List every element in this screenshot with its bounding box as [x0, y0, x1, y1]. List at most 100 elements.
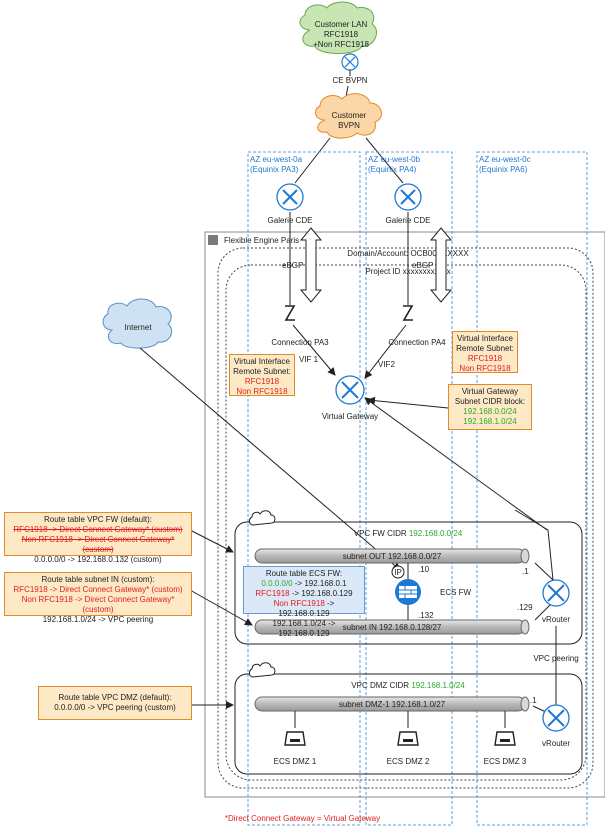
- az-a-site: (Equinix PA3): [250, 165, 299, 174]
- vgw-cidr1: 192.168.0.0/24: [463, 407, 517, 416]
- vgw-cidr2: 192.168.1.0/24: [463, 417, 517, 426]
- rt-subnet-in-row1: RFC1918 -> Direct Connect Gateway* (cust…: [13, 585, 183, 594]
- vpc-peering-label: VPC peering: [533, 654, 578, 663]
- subnet-dmz-label: subnet DMZ-1 192.168.1.0/27: [339, 700, 446, 709]
- rt-vpc-fw-box: Route table VPC FW (default): RFC1918 ->…: [4, 512, 192, 564]
- ip-dot132: .132: [418, 611, 434, 620]
- vpc-dmz-box: [234, 673, 583, 775]
- galerie-cde-router-icon-b: [394, 183, 422, 211]
- ecs-fw-icon: [395, 579, 421, 605]
- virtual-interface-left-box: Virtual Interface Remote Subnet: RFC1918…: [229, 354, 295, 396]
- connection-pa4-icon: [402, 305, 414, 321]
- ce-bvpn-label: CE BVPN: [332, 76, 367, 85]
- subnet-in-label: subnet IN 192.168.0.128/27: [343, 623, 442, 632]
- vgw-line1: Virtual Gateway: [461, 387, 519, 396]
- ce-bvpn-router-icon: [341, 53, 359, 71]
- rt-vpc-dmz-box: Route table VPC DMZ (default): 0.0.0.0/0…: [38, 686, 192, 720]
- vi-right-line1: Virtual Interface: [457, 334, 513, 343]
- az-b-site: (Equinix PA4): [368, 165, 417, 174]
- rt-ecs-fw-box: Route table ECS FW: 0.0.0.0/0 -> 192.168…: [243, 566, 365, 638]
- domain-account-box: [217, 247, 594, 789]
- ecs-dmz-2-icon: [397, 731, 419, 746]
- vrouter-dmz-icon: [542, 704, 570, 732]
- rt-subnet-in-row3: 192.168.1.0/24 -> VPC peering: [42, 615, 154, 624]
- flexible-engine-icon: [208, 235, 218, 245]
- rt-vpc-fw-row1: RFC1918 -> Direct Connect Gateway* (cust…: [13, 525, 183, 534]
- vpc-fw-label: VPC FW CIDR 192.168.0.0/24: [354, 529, 463, 538]
- vi-left-rfc: RFC1918: [244, 377, 280, 386]
- vpc-dmz-label: VPC DMZ CIDR 192.168.1.0/24: [351, 681, 465, 690]
- galerie-cde-router-icon-a: [276, 183, 304, 211]
- internet-label: Internet: [124, 323, 152, 332]
- virtual-interface-right-box: Virtual Interface Remote Subnet: RFC1918…: [452, 331, 518, 373]
- footnote: *Direct Connect Gateway = Virtual Gatewa…: [224, 814, 381, 823]
- ip-dot129: .129: [517, 603, 533, 612]
- flexible-engine-label: Flexible Engine Paris: [224, 236, 299, 245]
- vgw-subnet-link: [367, 396, 449, 409]
- vi-right-line2: Remote Subnet:: [456, 344, 514, 353]
- ebgp-arrow-b: [429, 227, 453, 303]
- rt-ecs-fw-row1: 0.0.0.0/0 -> 192.168.0.1: [261, 579, 347, 588]
- internet-link: [139, 347, 401, 571]
- customer-lan-line3: +Non RFC1918: [313, 40, 369, 49]
- vgw-subnet-box: Virtual Gateway Subnet CIDR block: 192.1…: [448, 384, 532, 430]
- rt-vpc-fw-row3: 0.0.0.0/0 -> 192.168.0.132 (custom): [34, 555, 162, 564]
- az-b-name: AZ eu-west-0b: [368, 155, 421, 164]
- ecs-fw-label: ECS FW: [440, 588, 472, 597]
- connection-pa3-label: Connection PA3: [271, 338, 329, 347]
- vif2-link: [364, 324, 407, 379]
- ebgp-arrow-a: [299, 227, 323, 303]
- az-a-name: AZ eu-west-0a: [250, 155, 303, 164]
- ip-dmz-dot1: .1: [530, 696, 537, 705]
- vi-right-nonrfc: Non RFC1918: [459, 364, 511, 373]
- az-c-name: AZ eu-west-0c: [479, 155, 531, 164]
- connection-pa3-icon: [284, 305, 296, 321]
- customer-lan-cloud: Customer LAN RFC1918 +Non RFC1918: [299, 1, 377, 54]
- rt-ecs-fw-row3: Non RFC1918 -> 192.168.0.129: [273, 599, 335, 618]
- vrouter-fw-label: vRouter: [542, 615, 570, 624]
- az-column-b: [365, 151, 453, 826]
- rt-vpc-fw-link: [189, 529, 234, 553]
- customer-bvpn-cloud: Customer BVPN: [314, 93, 382, 139]
- vif1-link: [292, 324, 336, 376]
- rt-subnet-in-link: [189, 589, 253, 626]
- vrouter-vgw-link: [364, 397, 548, 531]
- ip-dot10: .10: [418, 565, 430, 574]
- vi-left-nonrfc: Non RFC1918: [236, 387, 288, 396]
- ecs-dmz-1-icon: [284, 731, 306, 746]
- az-column-a: [247, 151, 361, 826]
- ecs-dmz-1-label: ECS DMZ 1: [274, 757, 317, 766]
- vi-left-line1: Virtual Interface: [234, 357, 290, 366]
- rt-vpc-dmz-title: Route table VPC DMZ (default):: [58, 693, 172, 702]
- vrouter-fw-icon: [542, 579, 570, 607]
- ecs-dmz-2-label: ECS DMZ 2: [387, 757, 430, 766]
- internet-cloud: Internet: [102, 298, 173, 349]
- rt-ecs-fw-title: Route table ECS FW:: [265, 569, 343, 578]
- ebgp-label-a: eBGP: [282, 261, 303, 270]
- rt-ecs-fw-row4: 192.168.1.0/24 -> 192.168.0.129: [272, 619, 336, 638]
- vrouter-dmz-label: vRouter: [542, 739, 570, 748]
- az-c-site: (Equinix PA6): [479, 165, 528, 174]
- vif2-label: VIF2: [378, 360, 395, 369]
- vpc-fw-cloud-icon: [249, 510, 276, 526]
- customer-bvpn-line1: Customer: [332, 111, 367, 120]
- customer-lan-line1: Customer LAN: [315, 20, 368, 29]
- vi-right-rfc: RFC1918: [467, 354, 503, 363]
- rt-ecs-fw-row2: RFC1918 -> 192.168.0.129: [255, 589, 353, 598]
- connection-pa4-label: Connection PA4: [388, 338, 446, 347]
- ecs-dmz-3-icon: [494, 731, 516, 746]
- az-column-c: [476, 151, 588, 826]
- rt-subnet-in-title: Route table subnet IN (custom):: [41, 575, 155, 584]
- virtual-gateway-router-icon: [335, 375, 365, 405]
- vpc-dmz-cloud-icon: [249, 662, 276, 678]
- vpc-fw-box: [234, 521, 583, 645]
- project-box: [225, 264, 587, 781]
- ebgp-label-b: eBGP: [412, 261, 433, 270]
- vgw-line2: Subnet CIDR block:: [454, 397, 526, 406]
- ip-badge: IP: [391, 565, 405, 579]
- rt-subnet-in-row2: Non RFC1918 -> Direct Connect Gateway* (…: [21, 595, 175, 614]
- vif1-label: VIF 1: [299, 355, 319, 364]
- flexible-engine-region: [204, 231, 605, 798]
- ecs-dmz-3-label: ECS DMZ 3: [484, 757, 527, 766]
